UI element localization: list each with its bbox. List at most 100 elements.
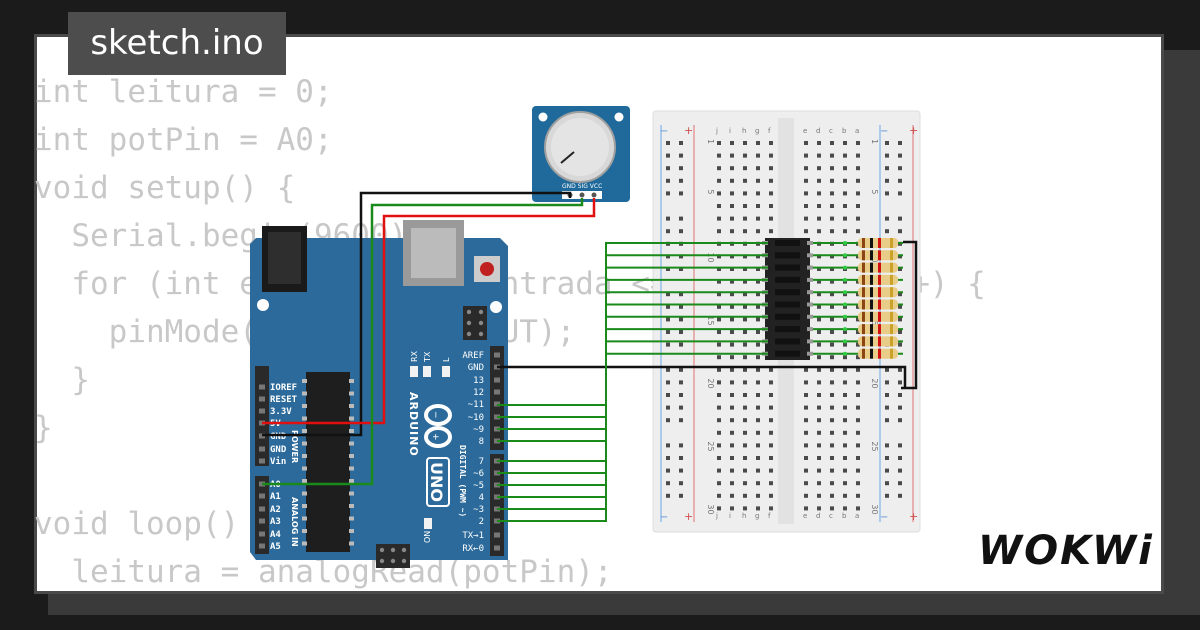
row-number: 10 xyxy=(706,252,715,262)
breadboard-hole xyxy=(885,468,889,473)
breadboard-hole xyxy=(717,493,721,498)
breadboard-hole xyxy=(769,166,773,171)
breadboard-hole xyxy=(804,204,808,208)
breadboard-hole xyxy=(898,141,902,145)
breadboard-hole xyxy=(830,430,834,435)
breadboard-hole xyxy=(666,443,670,448)
breadboard-hole xyxy=(856,380,860,385)
breadboard-hole xyxy=(756,191,760,196)
row-letter: f xyxy=(768,512,771,520)
rail-plus-left: + xyxy=(684,124,693,137)
on-label: ON xyxy=(423,531,432,543)
breadboard-hole xyxy=(885,481,889,486)
chip-pin xyxy=(302,429,307,433)
resistor-band xyxy=(862,348,865,359)
breadboard-hole xyxy=(804,456,808,460)
breadboard-hole xyxy=(717,191,721,196)
breadboard-hole xyxy=(804,405,808,410)
breadboard-hole xyxy=(856,506,860,511)
led-signal-wires[interactable] xyxy=(497,242,768,522)
breadboard-hole xyxy=(756,304,760,309)
led-bar-graph[interactable] xyxy=(762,238,847,360)
breadboard-hole xyxy=(856,456,860,460)
breadboard-hole xyxy=(804,481,808,486)
wire-led-signal[interactable] xyxy=(497,352,768,522)
breadboard-hole xyxy=(843,380,847,385)
breadboard-hole xyxy=(817,355,821,360)
breadboard-hole xyxy=(666,153,670,158)
wire-a0-pot[interactable] xyxy=(262,198,584,486)
breadboard-hole xyxy=(817,317,821,322)
potentiometer[interactable]: GND SIG VCC xyxy=(532,106,630,202)
breadboard-hole xyxy=(898,443,902,448)
wire-5v-pot[interactable] xyxy=(262,198,596,425)
breadboard-hole xyxy=(804,493,808,498)
breadboard-hole xyxy=(756,393,760,397)
resistor-band xyxy=(862,262,865,273)
resistor-band xyxy=(878,299,881,310)
breadboard-hole xyxy=(843,178,847,183)
breadboard-hole xyxy=(817,330,821,334)
breadboard-hole xyxy=(730,254,734,259)
pot-pin-sig[interactable] xyxy=(579,192,585,198)
breadboard-hole xyxy=(756,279,760,284)
pot-mount-hole-tr xyxy=(614,112,624,122)
header-hole xyxy=(259,543,265,549)
pin-label: GND xyxy=(468,363,484,373)
wire-gnd-resistors[interactable] xyxy=(901,240,918,390)
breadboard-hole xyxy=(830,141,834,145)
pin-label: ~3 xyxy=(473,505,484,515)
breadboard-hole xyxy=(666,304,670,309)
breadboard-hole xyxy=(817,405,821,410)
connection-dot xyxy=(843,265,847,270)
breadboard-hole xyxy=(666,342,670,347)
wire-gnd-breadboard[interactable] xyxy=(497,365,907,388)
header-hole xyxy=(494,377,500,383)
wire-gnd-pot[interactable] xyxy=(262,191,572,437)
connection-dot xyxy=(843,241,847,245)
breadboard-hole xyxy=(843,367,847,372)
arduino-brand-label: ARDUINO xyxy=(407,392,420,457)
breadboard-hole xyxy=(756,141,760,145)
breadboard-hole xyxy=(830,292,834,297)
breadboard-hole xyxy=(843,304,847,309)
breadboard-hole xyxy=(885,367,889,372)
breadboard-hole xyxy=(743,204,747,208)
breadboard-hole xyxy=(804,393,808,397)
breadboard-hole xyxy=(856,166,860,171)
breadboard-hole xyxy=(817,430,821,435)
pot-pin-vcc[interactable] xyxy=(591,192,597,198)
resistor-array[interactable] xyxy=(812,238,903,359)
led-pin xyxy=(807,302,813,307)
row-letter: g xyxy=(755,127,759,135)
breadboard-hole xyxy=(856,342,860,347)
breadboard-hole xyxy=(830,191,834,196)
breadboard-hole xyxy=(717,430,721,435)
breadboard-hole xyxy=(898,405,902,410)
led-pin xyxy=(807,314,813,319)
breadboard-hole xyxy=(679,267,683,271)
led-segment xyxy=(775,276,800,283)
breadboard-hole xyxy=(769,153,773,158)
breadboard-hole xyxy=(730,191,734,196)
status-leds xyxy=(410,366,450,529)
breadboard-hole xyxy=(817,380,821,385)
breadboard-hole xyxy=(679,405,683,410)
breadboard-hole xyxy=(717,405,721,410)
resistor-band xyxy=(862,287,865,298)
file-tab[interactable]: sketch.ino xyxy=(68,12,286,75)
breadboard-hole xyxy=(843,191,847,196)
breadboard-hole xyxy=(717,279,721,284)
breadboard-hole xyxy=(898,153,902,158)
arduino-uno-board[interactable]: RX TX L ON − + ARDUINO UNO DIGITAL (PWM … xyxy=(250,220,508,568)
header-hole xyxy=(259,531,265,537)
breadboard-hole xyxy=(769,430,773,435)
resistor-band xyxy=(870,299,873,310)
resistor-band xyxy=(890,287,893,298)
breadboard-hole xyxy=(817,292,821,297)
breadboard-hole xyxy=(666,141,670,145)
breadboard-hole xyxy=(769,468,773,473)
chip-pin xyxy=(349,479,354,483)
breadboard-hole xyxy=(843,405,847,410)
breadboard-hole xyxy=(898,229,902,234)
